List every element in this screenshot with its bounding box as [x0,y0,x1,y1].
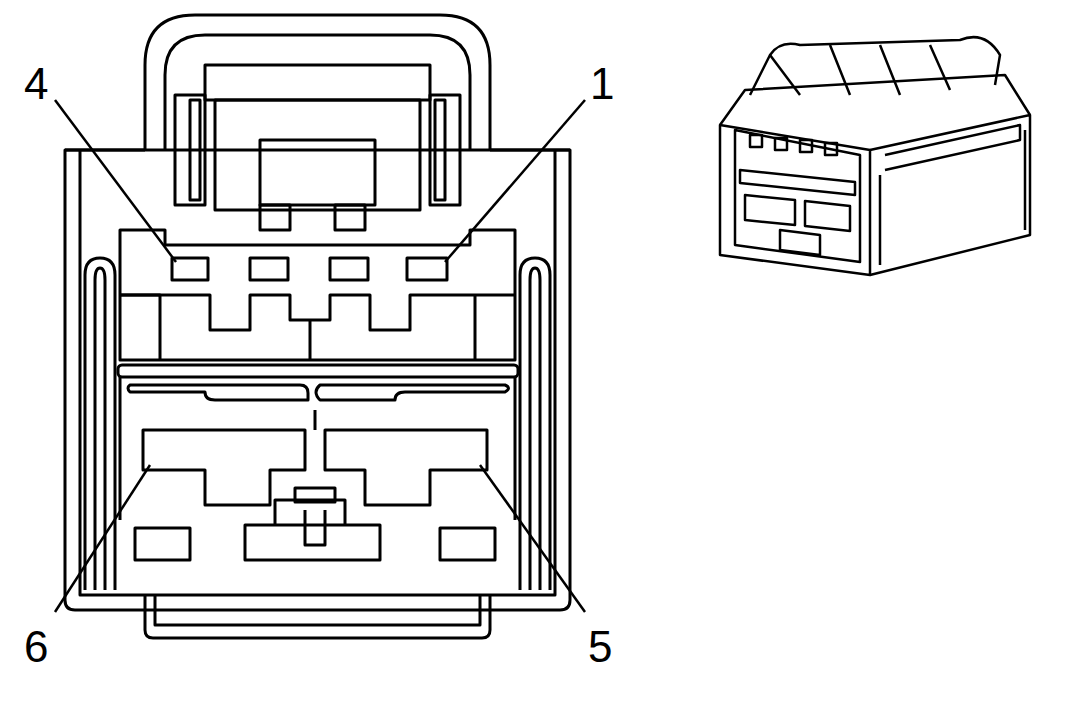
callout-number: 6 [22,625,50,669]
callout-number: 5 [586,625,614,669]
callout-number: 4 [22,62,50,106]
callout-number: 1 [588,62,616,106]
